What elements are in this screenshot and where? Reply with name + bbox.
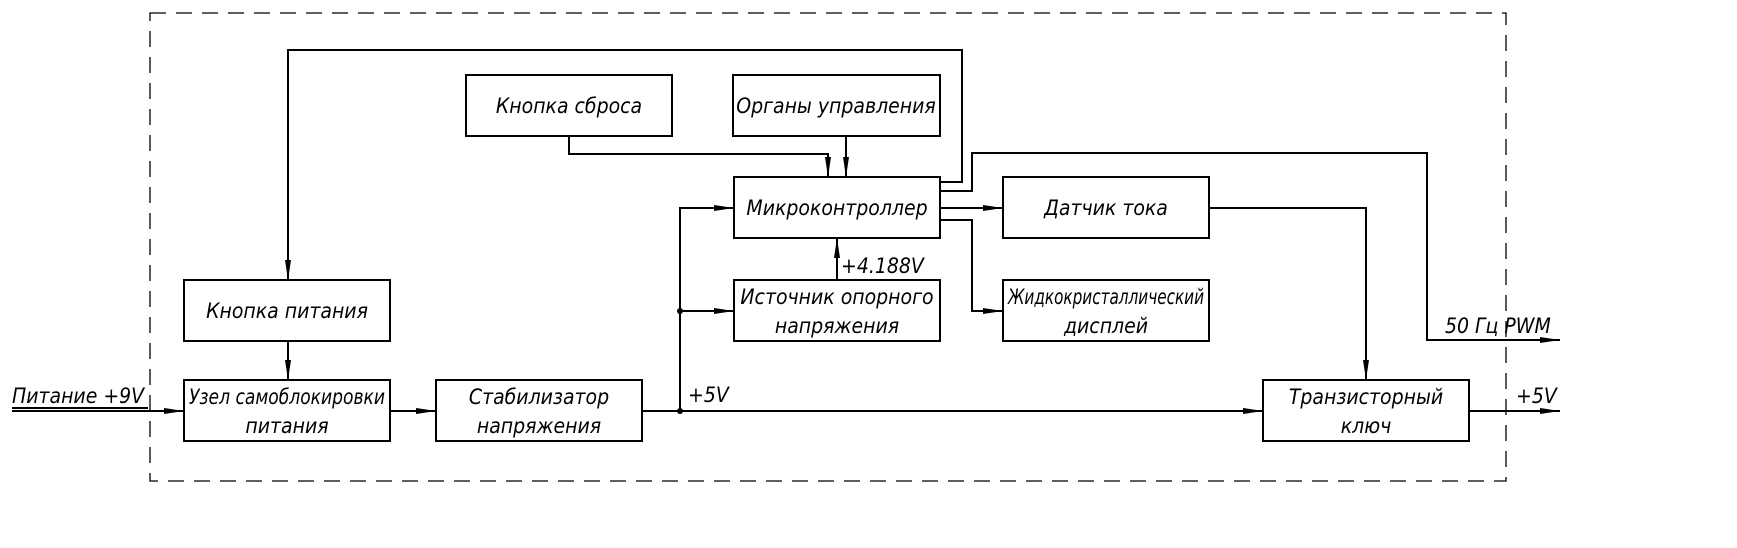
signal-label-5v-bus: +5V [688, 383, 731, 407]
block-voltage-reference: Источник опорного напряжения [733, 279, 941, 342]
block-reset-button: Кнопка сброса [465, 74, 673, 137]
block-transistor-switch: Транзисторный ключ [1262, 379, 1470, 442]
block-label: Источник опорного [740, 285, 933, 309]
block-label: Кнопка питания [206, 299, 368, 323]
signal-label-5v-out: +5V [1516, 384, 1559, 408]
block-label: дисплей [1063, 314, 1148, 338]
wire-mcu-to-pwm [940, 152, 1560, 343]
block-label: Датчик тока [1043, 196, 1168, 220]
signal-label-pwm: 50 Гц PWM [1445, 314, 1551, 338]
block-label: Стабилизатор [469, 385, 609, 409]
block-microcontroller: Микроконтроллер [733, 176, 941, 239]
wire-reset-to-mcu [568, 136, 831, 177]
wire-mcu-to-lcd [940, 219, 1003, 314]
signal-label-power-in: Питание +9V [12, 384, 146, 408]
wire-mcu-to-powerbutton [285, 49, 963, 280]
signal-label-vref: +4.188V [841, 254, 926, 278]
block-current-sensor: Датчик тока [1002, 176, 1210, 239]
block-label: напряжения [477, 414, 601, 438]
wire-5v-to-mcu [679, 205, 734, 411]
device-boundary [149, 12, 1507, 482]
block-label: питания [245, 414, 328, 438]
block-label: Органы управления [736, 94, 936, 118]
block-label: Транзисторный [1289, 385, 1443, 409]
block-label: Микроконтроллер [746, 196, 927, 220]
wire-sensor-to-switch [1209, 207, 1369, 380]
junction-dot [677, 408, 683, 414]
block-label: ключ [1341, 414, 1392, 438]
block-power-button: Кнопка питания [183, 279, 391, 342]
block-label: Узел самоблокировки [189, 385, 385, 409]
block-label: Кнопка сброса [496, 94, 642, 118]
block-lcd: Жидкокристаллический дисплей [1002, 279, 1210, 342]
junction-dot [677, 308, 683, 314]
block-stabilizer: Стабилизатор напряжения [435, 379, 643, 442]
block-self-lock: Узел самоблокировки питания [183, 379, 391, 442]
block-label: Жидкокристаллический [1007, 285, 1204, 309]
block-label: напряжения [775, 314, 899, 338]
block-controls: Органы управления [732, 74, 941, 137]
